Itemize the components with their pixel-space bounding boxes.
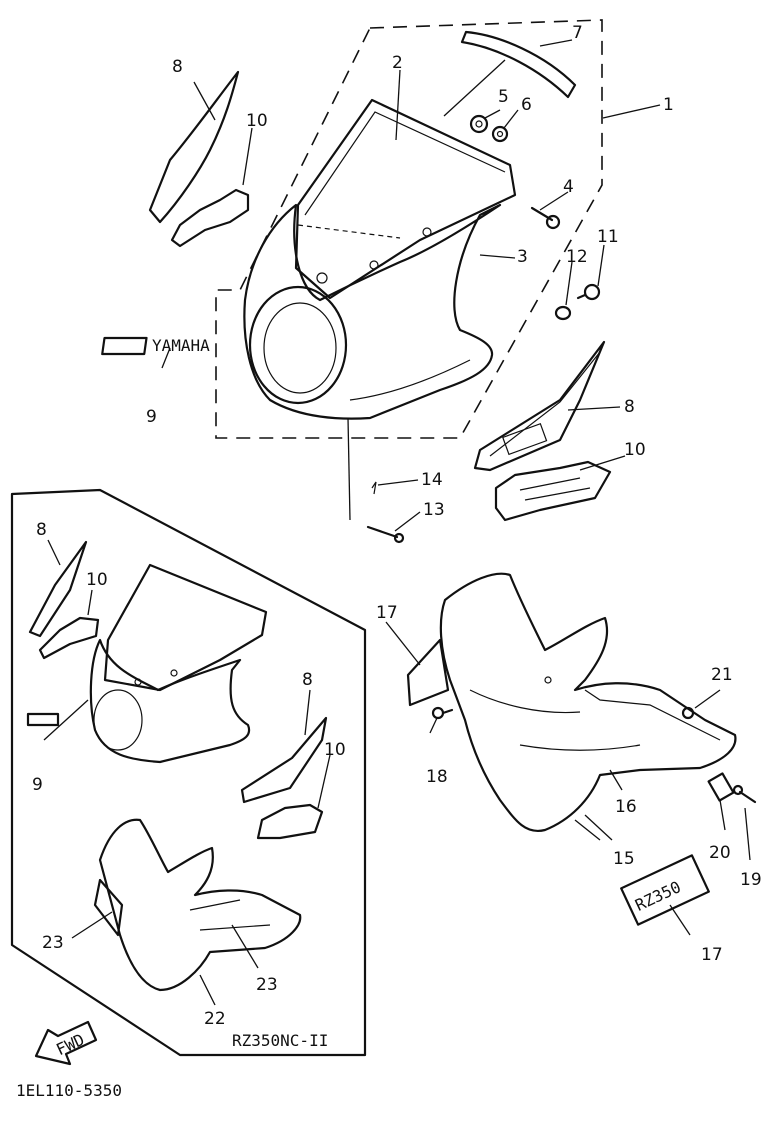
screw-19	[738, 790, 757, 804]
diagram-code: 1EL110-5350	[16, 1081, 122, 1100]
inset-frame	[10, 488, 367, 1057]
callout-10-left: 10	[246, 111, 268, 131]
bolt-13	[366, 525, 399, 539]
callout-19: 19	[740, 870, 762, 890]
callout-11: 11	[597, 227, 619, 247]
callout-inset-10a: 10	[86, 570, 108, 590]
callout-inset-9: 9	[32, 775, 43, 795]
nut-5	[469, 114, 489, 134]
screw-18	[431, 706, 445, 720]
callout-1: 1	[663, 95, 674, 115]
collar-20	[707, 772, 735, 802]
callout-2: 2	[392, 53, 403, 73]
callout-12: 12	[566, 247, 588, 267]
inset-panel-8	[28, 540, 88, 638]
callout-inset-23b: 23	[256, 975, 278, 995]
inset-flap-23	[93, 878, 124, 937]
callout-3: 3	[517, 247, 528, 267]
inner-panel-10-right	[494, 460, 612, 522]
callout-10-right: 10	[624, 440, 646, 460]
washer-6	[491, 125, 509, 143]
headlight-opening	[248, 285, 348, 405]
callout-5: 5	[498, 87, 509, 107]
fwd-arrow: FWD	[34, 1020, 98, 1066]
svg-text:RZ350: RZ350	[632, 877, 684, 915]
inset-lower-cowl	[98, 818, 302, 992]
inset-inner-panel-10	[256, 803, 324, 840]
bolt-11	[583, 283, 601, 301]
callout-6: 6	[521, 95, 532, 115]
upper-fairing	[243, 203, 502, 420]
callout-inset-10b: 10	[324, 740, 346, 760]
callout-inset-8b: 8	[302, 670, 313, 690]
inner-panel-10-left	[170, 188, 250, 248]
side-panel-8-left	[148, 70, 240, 224]
callout-8-right: 8	[624, 397, 635, 417]
callout-18: 18	[426, 767, 448, 787]
inset-panel-10	[38, 616, 100, 660]
svg-text:YAMAHA: YAMAHA	[152, 336, 210, 355]
callout-15: 15	[613, 849, 635, 869]
callout-20: 20	[709, 843, 731, 863]
callout-21: 21	[711, 665, 733, 685]
variant-label: RZ350NC-II	[232, 1031, 328, 1050]
inset-yamaha-badge	[26, 712, 60, 727]
windscreen	[294, 98, 517, 300]
callout-7: 7	[572, 23, 583, 43]
callout-inset-23a: 23	[42, 933, 64, 953]
yamaha-badge: YAMAHA	[101, 336, 210, 356]
trim-strip	[460, 30, 577, 99]
callout-4: 4	[563, 177, 574, 197]
lower-cowl	[439, 572, 737, 833]
side-panel-8-right	[473, 340, 606, 472]
inset-side-panel-8	[240, 716, 328, 804]
callout-16: 16	[615, 797, 637, 817]
clip-14	[371, 481, 377, 495]
washer-12	[554, 305, 572, 321]
callout-inset-22: 22	[204, 1009, 226, 1029]
callout-17-flap: 17	[376, 603, 398, 623]
inset-fairing	[89, 638, 251, 764]
inset-windscreen	[103, 563, 268, 692]
svg-text:FWD: FWD	[53, 1030, 87, 1059]
grommet-21	[681, 706, 695, 720]
callout-inset-8a: 8	[36, 520, 47, 540]
callout-9: 9	[146, 407, 157, 427]
callout-13: 13	[423, 500, 445, 520]
side-flap-17	[406, 638, 450, 707]
callout-17-emblem: 17	[701, 945, 723, 965]
fairing-assembly-outline	[215, 19, 603, 439]
callout-8-left: 8	[172, 57, 183, 77]
callout-14: 14	[421, 470, 443, 490]
